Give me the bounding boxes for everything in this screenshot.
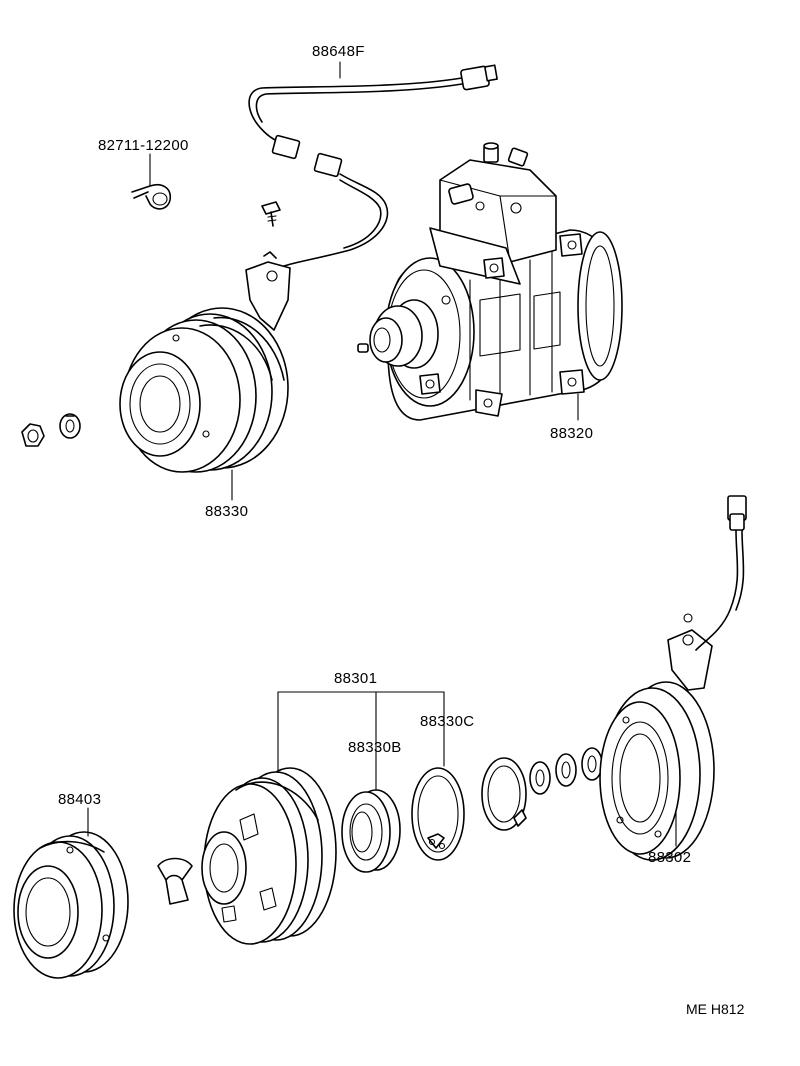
washer <box>59 413 81 439</box>
nut <box>21 423 45 447</box>
label-compressor: 88320 <box>550 425 593 442</box>
label-pressure-plate: 88403 <box>58 791 101 808</box>
shim <box>157 857 193 905</box>
pressure-plate-88403[interactable] <box>13 831 129 979</box>
harness-88648f[interactable] <box>248 64 498 267</box>
stator-coil-88302[interactable] <box>599 495 747 861</box>
label-clamp: 82711-12200 <box>98 137 189 154</box>
diagram-ref: ME H812 <box>686 1001 745 1017</box>
snap-ring-88330c[interactable] <box>411 767 465 861</box>
clutch-kit-leader <box>277 691 445 791</box>
label-clutch: 88330 <box>205 503 248 520</box>
label-stator: 88302 <box>648 849 691 866</box>
label-harness: 88648F <box>312 43 365 60</box>
shim-washers <box>529 747 603 795</box>
label-bearing: 88330B <box>348 739 402 756</box>
pulley[interactable] <box>201 767 337 945</box>
snap-ring <box>481 757 527 831</box>
label-clutch-kit: 88301 <box>334 670 377 687</box>
clamp-82711[interactable] <box>131 184 172 210</box>
bearing-88330b[interactable] <box>341 789 401 873</box>
bolt <box>261 201 281 227</box>
label-snap-ring: 88330C <box>420 713 474 730</box>
compressor-88320[interactable] <box>357 142 623 421</box>
clutch-assembly-88330[interactable] <box>119 251 291 473</box>
